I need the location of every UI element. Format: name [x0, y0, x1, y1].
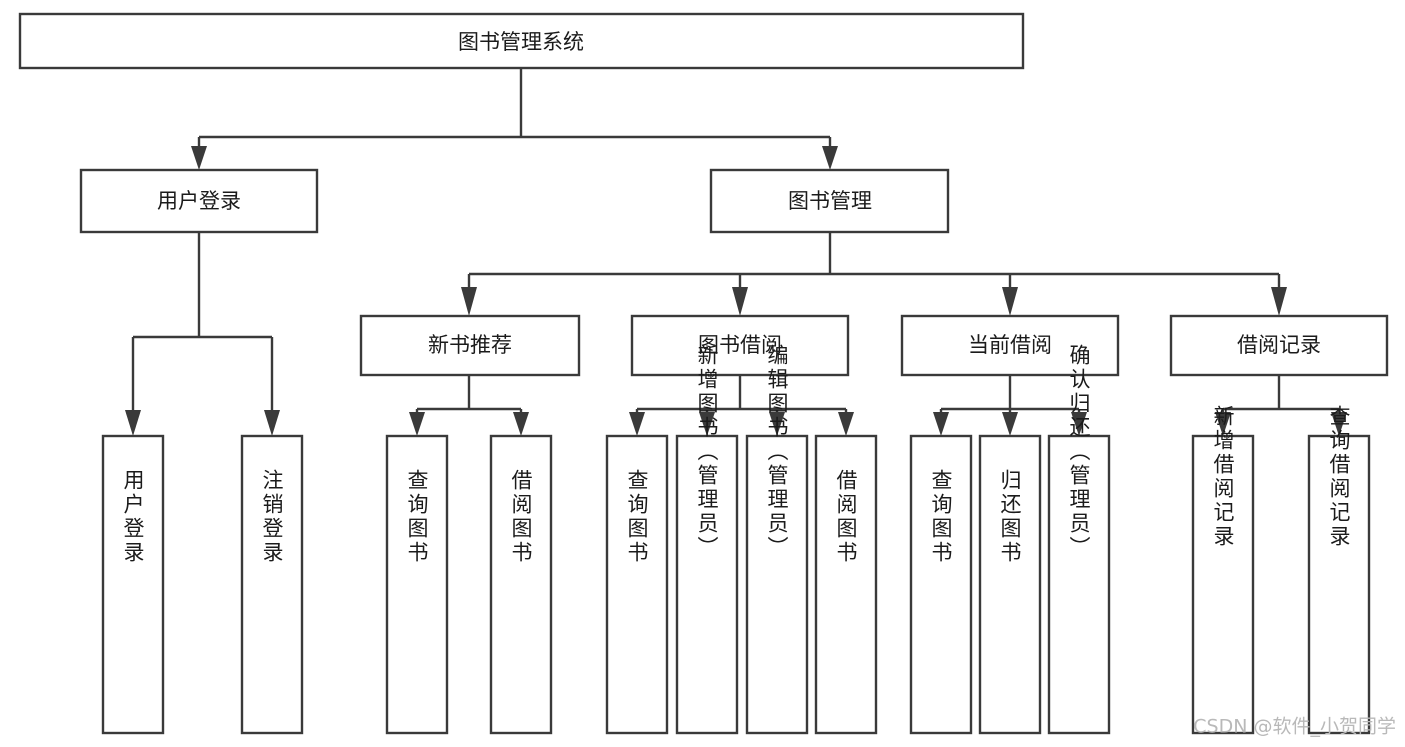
leaf-user-login-box[interactable] — [101, 434, 165, 735]
arrow-to-new-book-recommend — [461, 287, 477, 316]
book-management-label: 图书管理 — [788, 189, 872, 213]
node-book-borrow[interactable]: 图书借阅 — [630, 314, 850, 377]
connector-layer — [125, 68, 1347, 436]
leaf-query-book-2-box[interactable] — [605, 434, 669, 735]
leaf-borrow-book-1-label: 借阅图书 — [509, 469, 533, 565]
leaf-borrow-book-1-box[interactable] — [489, 434, 553, 735]
arrow-to-leaf-query-book-1 — [409, 412, 425, 436]
leaf-add-book-box[interactable] — [675, 434, 739, 735]
node-leaf-query-book-1[interactable]: 查询图书 — [385, 434, 449, 735]
arrow-to-leaf-user-login — [125, 410, 141, 436]
arrow-to-book-management — [822, 146, 838, 170]
node-leaf-confirm-return[interactable]: 确认归还（管理员） — [1047, 344, 1111, 735]
leaf-add-book-label: 新增图书（管理员） — [695, 344, 719, 560]
book-borrow-box[interactable] — [630, 314, 850, 377]
book-management-box[interactable] — [709, 168, 950, 234]
current-borrow-box[interactable] — [900, 314, 1120, 377]
new-book-recommend-box[interactable] — [359, 314, 581, 377]
node-book-management[interactable]: 图书管理 — [709, 168, 950, 234]
leaf-query-book-1-box[interactable] — [385, 434, 449, 735]
arrow-to-leaf-add-book — [699, 412, 715, 436]
leaf-confirm-return-label: 确认归还（管理员） — [1067, 344, 1091, 560]
leaf-query-book-3-box[interactable] — [909, 434, 973, 735]
arrow-to-leaf-query-record — [1331, 412, 1347, 436]
node-leaf-borrow-book-2[interactable]: 借阅图书 — [814, 434, 878, 735]
leaf-query-book-1-label: 查询图书 — [405, 469, 429, 565]
user-login-box[interactable] — [79, 168, 319, 234]
leaf-add-record-label: 新增借阅记录 — [1211, 405, 1235, 549]
leaf-query-record-box[interactable] — [1307, 434, 1371, 735]
leaf-return-book-box[interactable] — [978, 434, 1042, 735]
borrow-record-label: 借阅记录 — [1237, 333, 1321, 357]
node-leaf-add-record[interactable]: 新增借阅记录 — [1191, 405, 1255, 735]
node-leaf-query-book-2[interactable]: 查询图书 — [605, 434, 669, 735]
leaf-query-record-label: 查询借阅记录 — [1327, 405, 1351, 549]
leaf-borrow-book-2-label: 借阅图书 — [834, 469, 858, 565]
root-label: 图书管理系统 — [458, 30, 584, 54]
node-leaf-borrow-book-1[interactable]: 借阅图书 — [489, 434, 553, 735]
arrow-to-leaf-confirm-return — [1071, 412, 1087, 436]
leaf-user-login-label: 用户登录 — [121, 469, 145, 565]
new-book-recommend-label: 新书推荐 — [428, 333, 512, 357]
leaf-edit-book-label: 编辑图书（管理员） — [765, 344, 789, 560]
node-root[interactable]: 图书管理系统 — [18, 12, 1025, 70]
leaf-borrow-book-2-box[interactable] — [814, 434, 878, 735]
arrow-to-leaf-query-book-2 — [629, 412, 645, 436]
node-borrow-record[interactable]: 借阅记录 — [1169, 314, 1389, 377]
node-leaf-edit-book[interactable]: 编辑图书（管理员） — [745, 344, 809, 735]
arrow-to-leaf-add-record — [1215, 412, 1231, 436]
node-leaf-logout-login[interactable]: 注销登录 — [240, 434, 304, 735]
borrow-record-box[interactable] — [1169, 314, 1389, 377]
arrow-to-current-borrow — [1002, 287, 1018, 316]
leaf-add-record-box[interactable] — [1191, 434, 1255, 735]
leaf-edit-book-box[interactable] — [745, 434, 809, 735]
csdn-watermark: CSDN @软件_小贺同学 — [1193, 716, 1396, 738]
book-borrow-label: 图书借阅 — [698, 333, 782, 357]
arrow-to-book-borrow — [732, 287, 748, 316]
current-borrow-label: 当前借阅 — [968, 333, 1052, 357]
leaf-return-book-label: 归还图书 — [998, 469, 1022, 565]
node-user-login[interactable]: 用户登录 — [79, 168, 319, 234]
leaf-logout-login-box[interactable] — [240, 434, 304, 735]
leaf-query-book-3-label: 查询图书 — [929, 469, 953, 565]
node-leaf-add-book[interactable]: 新增图书（管理员） — [675, 344, 739, 735]
root-box[interactable] — [18, 12, 1025, 70]
node-current-borrow[interactable]: 当前借阅 — [900, 314, 1120, 377]
arrow-to-leaf-query-book-3 — [933, 412, 949, 436]
leaf-logout-login-label: 注销登录 — [260, 469, 284, 565]
arrow-to-borrow-record — [1271, 287, 1287, 316]
node-leaf-query-record[interactable]: 查询借阅记录 — [1307, 405, 1371, 735]
arrow-to-leaf-logout-login — [264, 410, 280, 436]
arrow-to-leaf-return-book — [1002, 412, 1018, 436]
leaf-confirm-return-box[interactable] — [1047, 434, 1111, 735]
arrow-to-leaf-borrow-book-1 — [513, 412, 529, 436]
arrow-to-leaf-borrow-book-2 — [838, 412, 854, 436]
leaf-query-book-2-label: 查询图书 — [625, 469, 649, 565]
node-leaf-user-login[interactable]: 用户登录 — [101, 434, 165, 735]
node-leaf-return-book[interactable]: 归还图书 — [978, 434, 1042, 735]
node-new-book-recommend[interactable]: 新书推荐 — [359, 314, 581, 377]
arrow-to-user-login — [191, 146, 207, 170]
node-leaf-query-book-3[interactable]: 查询图书 — [909, 434, 973, 735]
arrow-to-leaf-edit-book — [769, 412, 785, 436]
user-login-label: 用户登录 — [157, 189, 241, 213]
